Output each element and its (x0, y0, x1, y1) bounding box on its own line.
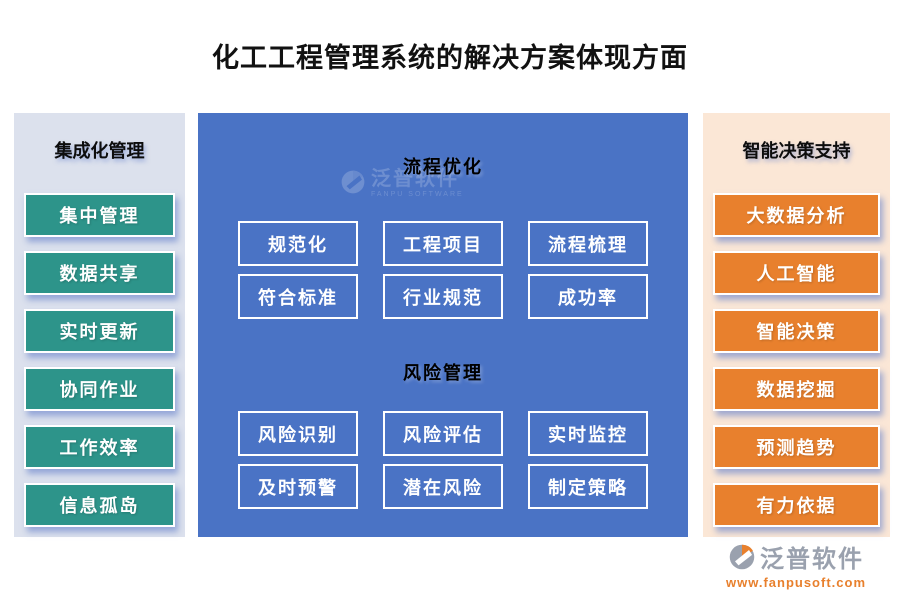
diagram-box-meets-standards: 符合标准 (238, 274, 358, 319)
diagram-box-data-mining: 数据挖掘 (713, 367, 880, 411)
panel-process-and-risk: 泛普软件 FANPU SOFTWARE 流程优化 规范化 工程项目 流程梳理 符… (198, 113, 688, 537)
diagram-box-data-sharing: 数据共享 (24, 251, 175, 295)
section-header-risk-management: 风险管理 (403, 363, 483, 383)
diagram-box-artificial-intelligence: 人工智能 (713, 251, 880, 295)
diagram-box-trend-forecast: 预测趋势 (713, 425, 880, 469)
panel-left-header: 集成化管理 (54, 141, 145, 161)
fanpu-brand-block: 泛普软件 www.fanpusoft.com (706, 539, 886, 590)
watermark-text: 泛普软件 (371, 168, 459, 190)
diagram-box-timely-warning: 及时预警 (238, 464, 358, 509)
brand-url: www.fanpusoft.com (725, 575, 867, 590)
section-header-process-optimization: 流程优化 (403, 157, 483, 177)
panel-left-button-list: 集中管理 数据共享 实时更新 协同作业 工作效率 信息孤岛 (14, 193, 185, 527)
diagram-box-industry-norms: 行业规范 (383, 274, 503, 319)
diagram-box-strategy-making: 制定策略 (528, 464, 648, 509)
diagram-box-risk-identification: 风险识别 (238, 411, 358, 456)
fanpu-watermark-logo-icon (340, 169, 366, 200)
panel-integrated-management: 集成化管理 集中管理 数据共享 实时更新 协同作业 工作效率 信息孤岛 (14, 113, 185, 537)
panel-right-button-list: 大数据分析 人工智能 智能决策 数据挖掘 预测趋势 有力依据 (703, 193, 890, 527)
diagram-box-potential-risk: 潜在风险 (383, 464, 503, 509)
page-title: 化工工程管理系统的解决方案体现方面 (212, 43, 688, 73)
diagram-box-collaboration: 协同作业 (24, 367, 175, 411)
diagram-box-work-efficiency: 工作效率 (24, 425, 175, 469)
fanpu-logo-icon (728, 543, 756, 571)
diagram-box-big-data-analysis: 大数据分析 (713, 193, 880, 237)
brand-name: 泛普软件 (760, 546, 864, 573)
diagram-box-risk-assessment: 风险评估 (383, 411, 503, 456)
diagram-box-intelligent-decision: 智能决策 (713, 309, 880, 353)
panel-right-header: 智能决策支持 (742, 141, 851, 161)
diagram-box-strong-basis: 有力依据 (713, 483, 880, 527)
diagram-box-centralized-management: 集中管理 (24, 193, 175, 237)
process-optimization-boxes: 规范化 工程项目 流程梳理 符合标准 行业规范 成功率 (198, 221, 688, 319)
fanpu-watermark: 泛普软件 FANPU SOFTWARE (340, 169, 464, 200)
diagram-box-process-combing: 流程梳理 (528, 221, 648, 266)
diagram-box-engineering-project: 工程项目 (383, 221, 503, 266)
diagram-box-information-silo: 信息孤岛 (24, 483, 175, 527)
diagram-box-success-rate: 成功率 (528, 274, 648, 319)
diagram-box-standardization: 规范化 (238, 221, 358, 266)
watermark-subtext: FANPU SOFTWARE (371, 191, 464, 198)
diagram-box-realtime-monitoring: 实时监控 (528, 411, 648, 456)
risk-management-boxes: 风险识别 风险评估 实时监控 及时预警 潜在风险 制定策略 (198, 411, 688, 509)
panel-intelligent-decision-support: 智能决策支持 大数据分析 人工智能 智能决策 数据挖掘 预测趋势 有力依据 (703, 113, 890, 537)
diagram-box-realtime-update: 实时更新 (24, 309, 175, 353)
